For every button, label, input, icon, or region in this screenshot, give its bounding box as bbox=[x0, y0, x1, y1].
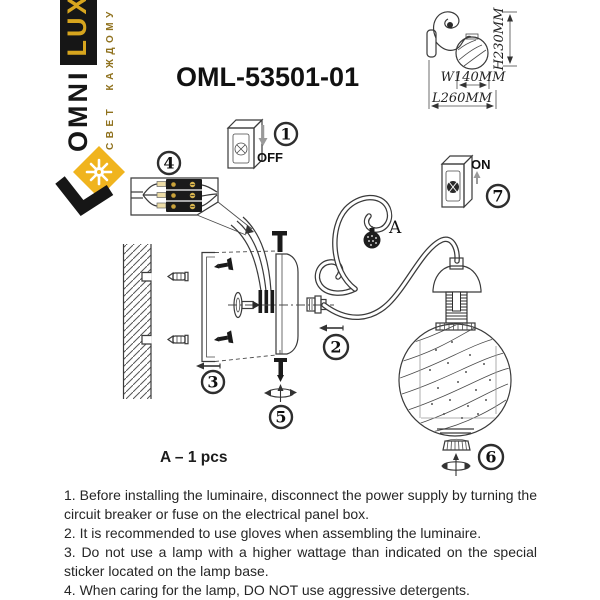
backplate bbox=[228, 231, 334, 355]
part-a-label: A bbox=[388, 218, 402, 238]
lamp-socket bbox=[432, 257, 482, 331]
step6-shade-ring: 6 bbox=[441, 438, 505, 476]
step-marker-6 bbox=[477, 443, 505, 471]
step-marker-4 bbox=[156, 150, 182, 176]
wall-plug bbox=[166, 334, 189, 345]
glitter-dots bbox=[429, 341, 491, 419]
svg-text:7: 7 bbox=[492, 187, 503, 206]
checkmark-icon bbox=[55, 176, 114, 216]
mounting-screw bbox=[214, 330, 234, 344]
thread-base bbox=[445, 291, 468, 324]
step-marker-5 bbox=[268, 404, 294, 430]
parts-count-note: A – 1 pcs bbox=[160, 449, 228, 466]
rotate-arrow-icon bbox=[441, 462, 448, 470]
arrow-left-icon bbox=[196, 362, 204, 370]
step7-breaker-on: ON 7 bbox=[440, 154, 511, 209]
step3-fix-bracket: 3 bbox=[196, 362, 226, 395]
supply-wires bbox=[230, 216, 275, 313]
step2-arm-connector: 2 bbox=[306, 295, 350, 361]
drill-hole bbox=[141, 334, 152, 345]
switch-off-label: OFF bbox=[257, 150, 283, 165]
switch-on-label: ON bbox=[471, 157, 491, 172]
step-marker-3 bbox=[200, 369, 226, 395]
svg-text:3: 3 bbox=[207, 373, 218, 392]
product-code-title: OML-53501-01 bbox=[176, 62, 360, 92]
svg-text:1: 1 bbox=[280, 125, 291, 144]
dimension-drawing: H230MM W140MM L260MM bbox=[426, 7, 517, 109]
mounting-screw bbox=[214, 257, 234, 271]
rotate-arrow-icon bbox=[264, 389, 271, 397]
svg-text:6: 6 bbox=[485, 448, 496, 467]
brand-logo-mark bbox=[55, 146, 125, 216]
safety-instructions: 1. Before installing the luminaire, disc… bbox=[64, 486, 537, 600]
instruction-item-1: 1. Before installing the luminaire, disc… bbox=[64, 487, 537, 522]
mini-crystal bbox=[447, 22, 453, 28]
step-marker-7 bbox=[485, 183, 511, 209]
top-screw bbox=[272, 231, 287, 236]
drill-hole bbox=[141, 271, 152, 282]
svg-text:4: 4 bbox=[163, 154, 174, 173]
wire-ends bbox=[156, 181, 167, 209]
dimension-width-label: W140MM bbox=[441, 70, 506, 85]
crystal-pendant bbox=[363, 226, 381, 249]
wall-section bbox=[122, 244, 152, 399]
diamond-icon bbox=[73, 146, 125, 198]
step-marker-1 bbox=[273, 121, 299, 147]
step4-terminal-detail: 4 bbox=[130, 150, 254, 236]
instruction-item-4: 4. When caring for the lamp, DO NOT use … bbox=[64, 582, 470, 598]
shade-collar bbox=[435, 322, 476, 331]
step1-breaker-off: OFF 1 bbox=[226, 118, 299, 170]
dimension-length-label: L260MM bbox=[431, 91, 493, 106]
step-marker-2 bbox=[322, 333, 350, 361]
wall-plug bbox=[166, 271, 189, 282]
arrow-left-icon bbox=[319, 324, 327, 332]
svg-text:2: 2 bbox=[330, 338, 341, 357]
lamp-arm: A bbox=[314, 194, 460, 321]
terminal-block bbox=[166, 179, 202, 212]
svg-text:5: 5 bbox=[275, 408, 286, 427]
dimension-height-label: H230MM bbox=[492, 7, 507, 71]
step5-bottom-screw: 5 bbox=[264, 350, 297, 430]
instruction-item-2: 2. It is recommended to use gloves when … bbox=[64, 525, 482, 541]
instruction-item-3: 3. Do not use a lamp with a higher watta… bbox=[64, 544, 537, 579]
mounting-bracket bbox=[201, 250, 277, 363]
glass-shade bbox=[398, 323, 512, 437]
winged-screw bbox=[233, 291, 260, 319]
